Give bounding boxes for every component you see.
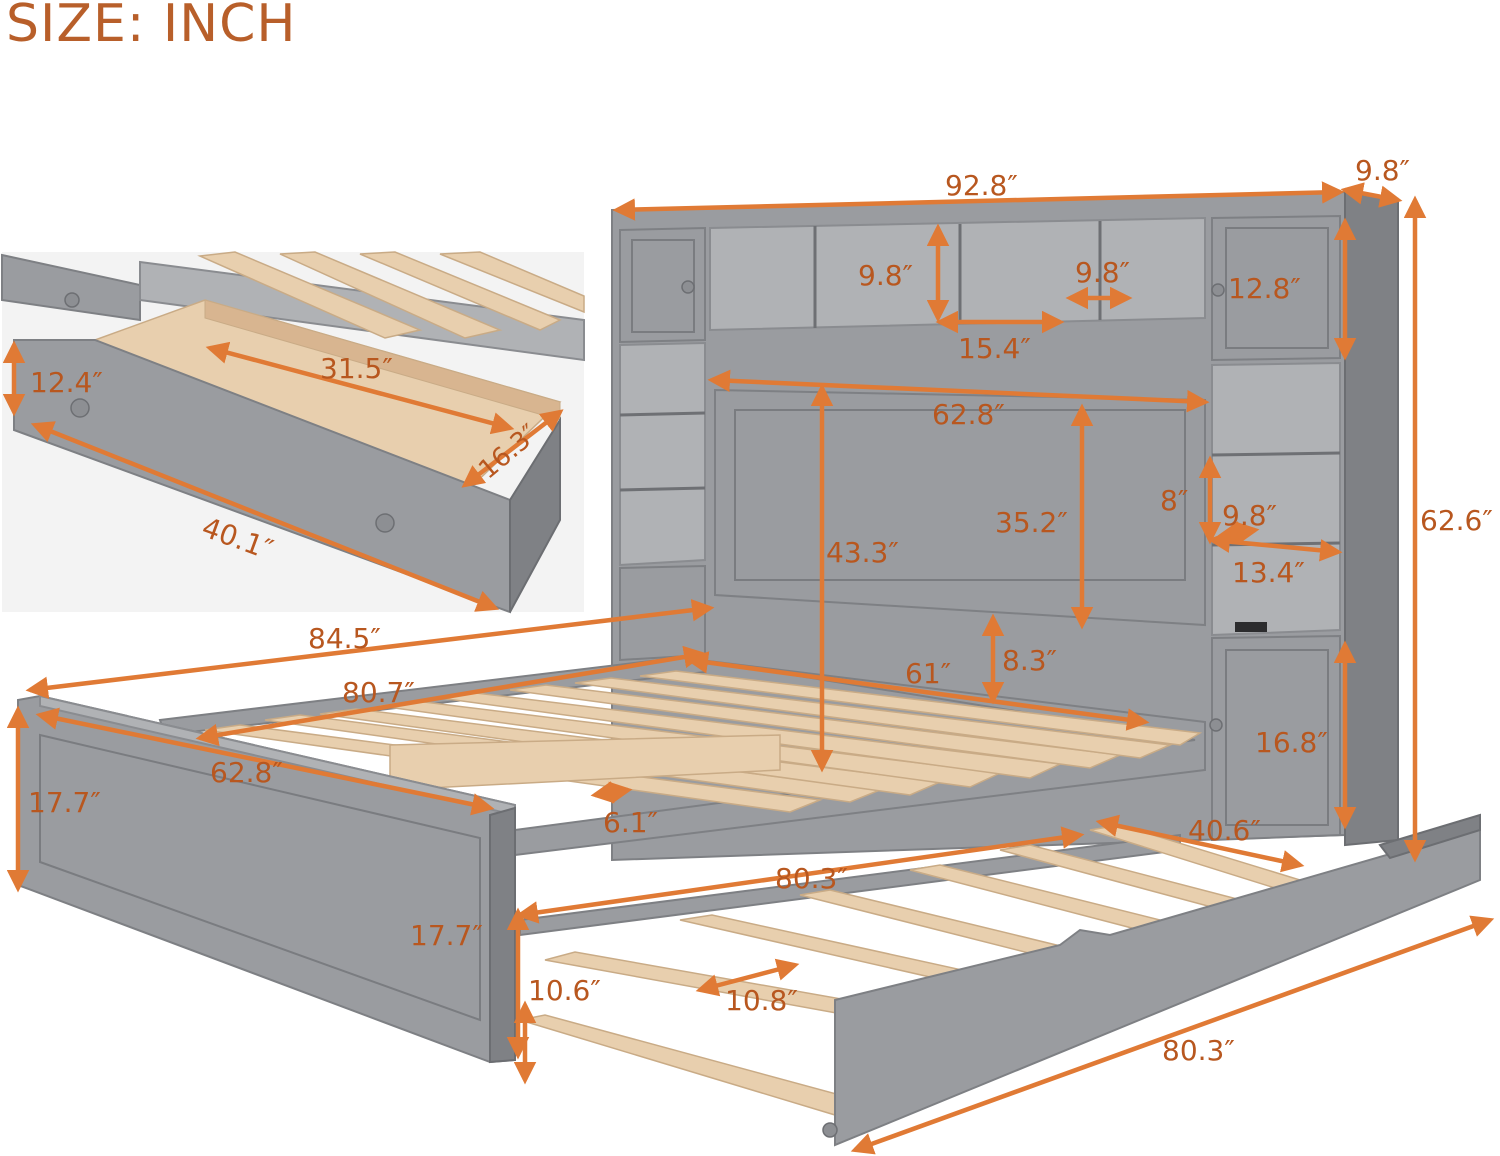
- dim-trundle-height: 17.7″: [410, 919, 483, 952]
- dim-overall-length: 84.5″: [308, 622, 381, 655]
- dim-slat-gap: 6.1″: [603, 806, 658, 839]
- dim-trundle-slat-gap: 10.8″: [725, 984, 798, 1017]
- dim-clearance: 8.3″: [1002, 644, 1057, 677]
- dim-lower-cabinet-height: 16.8″: [1255, 726, 1328, 759]
- arrow-headboard-width: [707, 369, 1210, 413]
- dim-inner-length: 80.7″: [342, 676, 415, 709]
- arrow-shelf-width: [1207, 530, 1343, 562]
- dim-footboard-width: 62.8″: [210, 756, 283, 789]
- arrow-drawer-inner-length: [205, 341, 515, 435]
- dim-trundle-length: 80.3″: [1162, 1034, 1235, 1067]
- arrow-trundle-inner-width: [1095, 814, 1305, 873]
- arrow-drawer-length: [30, 421, 500, 612]
- arrow-slat-gap: [590, 781, 633, 804]
- dim-cubby-width: 15.4″: [958, 332, 1031, 365]
- dim-trundle-rail-height: 10.6″: [528, 974, 601, 1007]
- dim-headboard-height: 43.3″: [826, 536, 899, 569]
- dim-shelf-depth: 9.8″: [1222, 499, 1277, 532]
- arrow-footboard-width: [35, 707, 495, 816]
- arrow-depth: [1340, 182, 1403, 208]
- dim-headboard-width: 62.8″: [932, 398, 1005, 431]
- dim-footboard-height: 17.7″: [28, 786, 101, 819]
- dimension-arrows: [2, 181, 1495, 1155]
- dimension-labels: 92.8″ 9.8″ 62.6″ 9.8″ 9.8″ 15.4″ 12.8″ 6…: [28, 154, 1493, 1067]
- arrow-overall-width: [612, 181, 1345, 221]
- dim-drawer-inner-length: 31.5″: [320, 352, 393, 385]
- dim-cubby-height: 9.8″: [858, 259, 913, 292]
- arrow-inner-width: [685, 651, 1150, 731]
- dim-trundle-inner-length: 80.3″: [775, 862, 848, 895]
- size-unit-title: SIZE: INCH: [6, 0, 297, 54]
- dim-shelf-height: 8″: [1160, 484, 1188, 517]
- dim-headboard-panel-height: 35.2″: [995, 506, 1068, 539]
- dim-cabinet-height: 12.8″: [1228, 272, 1301, 305]
- arrow-trundle-length: [850, 915, 1495, 1155]
- dim-cubby-depth: 9.8″: [1075, 256, 1130, 289]
- dim-drawer-height: 12.4″: [30, 366, 103, 399]
- dim-overall-width: 92.8″: [945, 169, 1018, 202]
- arrow-trundle-slat-gap: [695, 958, 800, 997]
- dim-shelf-width: 13.4″: [1232, 556, 1305, 589]
- dim-overall-height: 62.6″: [1420, 504, 1493, 537]
- dim-inner-width: 61″: [905, 657, 951, 690]
- dim-trundle-inner-width: 40.6″: [1188, 814, 1261, 847]
- arrow-trundle-inner-length: [515, 826, 1085, 924]
- dim-depth: 9.8″: [1355, 154, 1410, 187]
- drawer-inset: [0, 251, 585, 614]
